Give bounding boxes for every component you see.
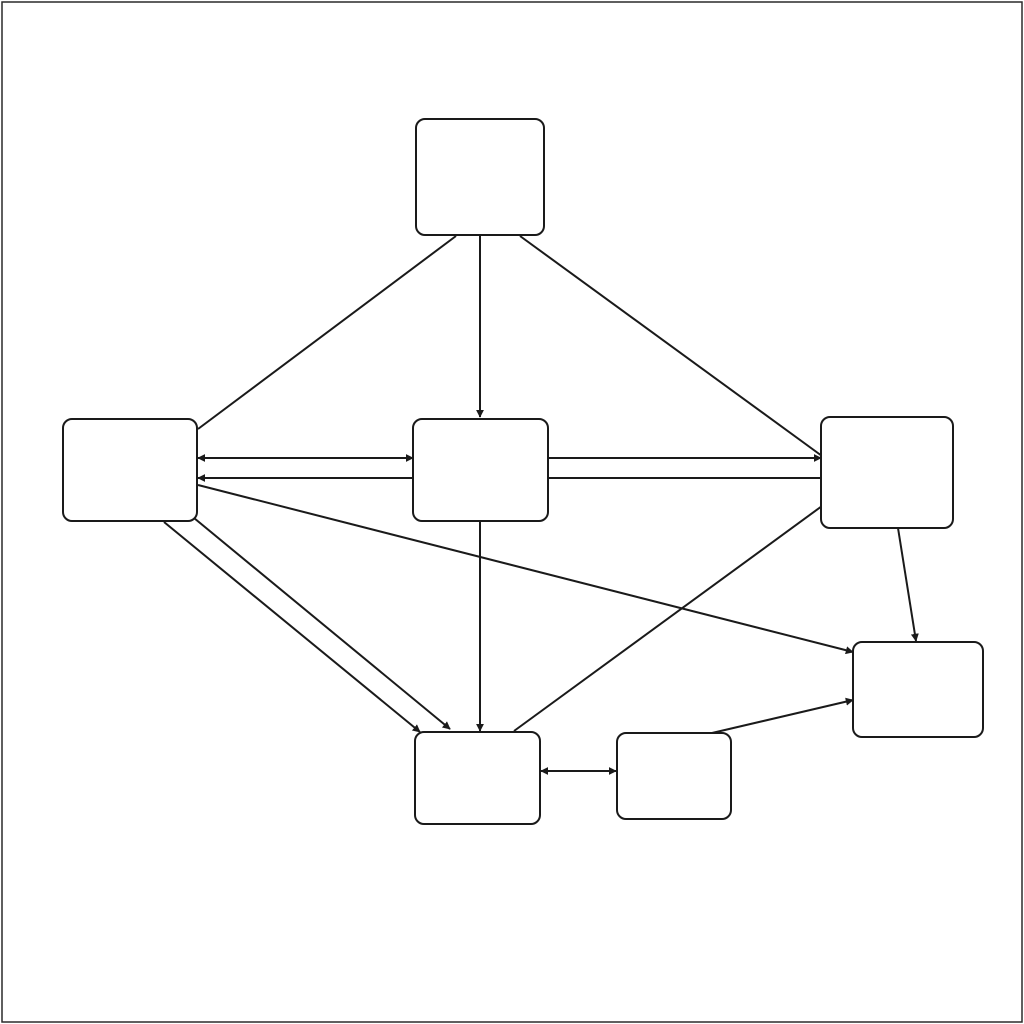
node-top[interactable] — [415, 118, 545, 236]
edge-bottom-middle-bottom-right — [711, 697, 854, 734]
edge-right-bottom-center — [513, 505, 823, 732]
edge-left-bottom-center-a — [163, 521, 421, 733]
edges — [163, 235, 919, 775]
nodes — [62, 118, 984, 825]
edge-left-bottom-center-b — [193, 517, 451, 730]
edge-left-bottom-right — [197, 484, 854, 655]
node-bottom-right[interactable] — [852, 641, 984, 738]
node-bottom-middle[interactable] — [616, 732, 732, 820]
edge-top-left — [197, 235, 457, 430]
node-bottom-center[interactable] — [414, 731, 541, 825]
edge-top-right — [519, 235, 823, 457]
node-center[interactable] — [412, 418, 549, 522]
edge-right-bottom-right — [897, 527, 919, 642]
node-left[interactable] — [62, 418, 198, 522]
node-right[interactable] — [820, 416, 954, 529]
